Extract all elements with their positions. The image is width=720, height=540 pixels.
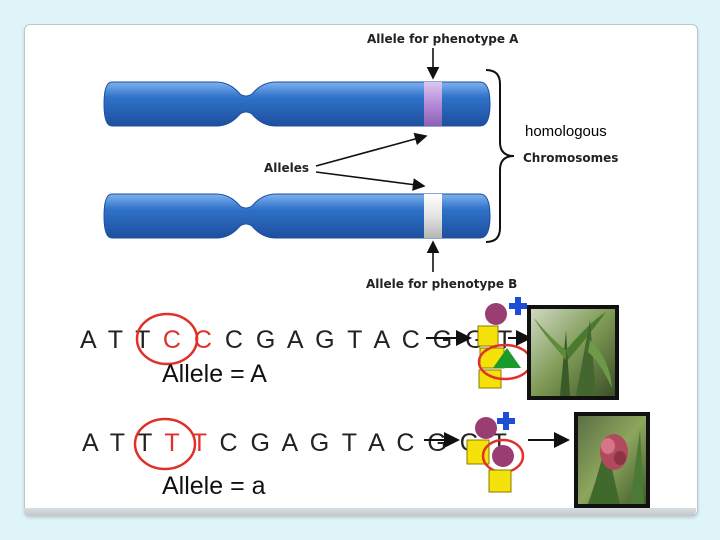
homologous-brace xyxy=(485,69,515,243)
yellow-square-icon xyxy=(477,325,499,347)
allele-label-2: Allele = a xyxy=(162,472,266,500)
allele-band-b xyxy=(424,194,442,238)
arrow-allele-top xyxy=(315,132,428,167)
yellow-square-icon-3 xyxy=(466,439,490,465)
allele-label-1: Allele = A xyxy=(162,360,267,388)
arrow-allele-bottom xyxy=(315,171,426,191)
sequence-row-2: A T T T T C G A G T A C G G T Allele = a xyxy=(82,412,650,508)
purple-circle-icon-2 xyxy=(475,417,497,439)
blue-cross-icon-2 xyxy=(497,412,515,430)
purple-circle-icon xyxy=(485,303,507,325)
chromosome-bottom xyxy=(103,193,491,239)
dna-sequence-2: A T T T T C G A G T A C G G T xyxy=(82,429,510,457)
purple-circle-icon-3 xyxy=(492,445,514,467)
highlight-circle-2 xyxy=(133,417,197,471)
slide-footer-bar xyxy=(24,508,696,516)
label-phenotype-a: Allele for phenotype A xyxy=(367,32,519,46)
blue-cross-icon xyxy=(509,297,527,315)
label-phenotype-b: Allele for phenotype B xyxy=(366,277,517,291)
label-alleles: Alleles xyxy=(264,161,309,175)
yellow-square-icon-4 xyxy=(488,469,512,493)
dna-sequence-1: A T T C C C G A G T A C G G T xyxy=(80,326,515,354)
chromosome-top xyxy=(103,81,491,127)
highlight-circle-1 xyxy=(135,312,199,366)
green-triangle-icon xyxy=(493,348,521,368)
allele-band-a xyxy=(424,82,442,126)
label-homologous: homologous xyxy=(525,123,607,140)
label-chromosomes: Chromosomes xyxy=(523,151,618,165)
sequence-row-1: A T T C C C G A G T A C G G T Allele = A xyxy=(80,297,619,400)
